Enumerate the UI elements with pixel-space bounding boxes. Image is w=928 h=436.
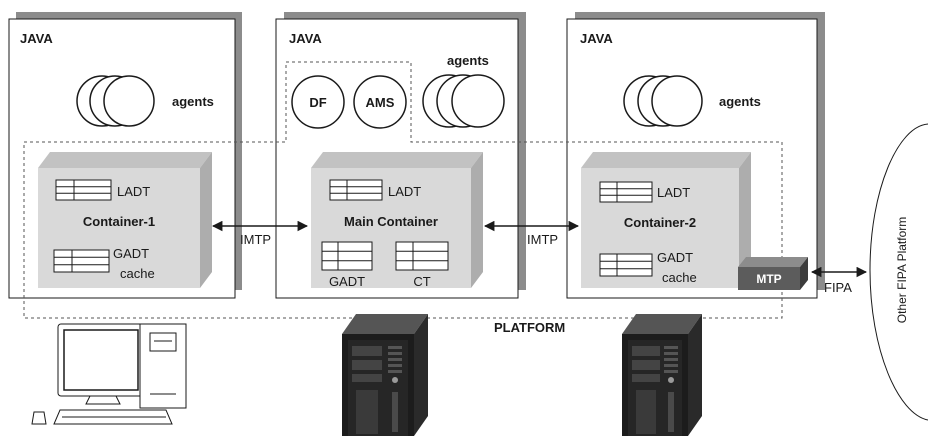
mtp-label: MTP [756,272,781,286]
desktop-computer-icon [31,323,187,425]
fipa-link: FIPA [810,266,868,295]
agent-icon [623,75,703,127]
java-label: JAVA [20,31,53,46]
ladt-label: LADT [657,185,690,200]
agent-icon [76,75,155,127]
container-1: LADT Container-1 GADT cache [38,152,212,288]
container-2: LADT Container-2 GADT cache MTP [581,152,808,290]
container-name: Container-1 [83,214,155,229]
ams-agent: AMS [353,75,407,129]
imtp-label: IMTP [527,232,558,247]
agents-group-main: agents [422,53,505,128]
gadt-table-icon [53,249,110,273]
main-container: LADT Main Container GADT CT [311,152,483,289]
cache-label: cache [120,266,155,281]
other-platform-label: Other FIPA Platform [895,217,909,323]
ct-table-icon [395,241,449,271]
other-fipa-platform: Other FIPA Platform [869,123,928,421]
imtp-link-left: IMTP [211,220,309,247]
java-label: JAVA [289,31,322,46]
agents-label: agents [719,94,761,109]
agents-group-3: agents [623,75,761,127]
gadt-label: GADT [329,274,365,289]
agents-label: agents [447,53,489,68]
ladt-label: LADT [388,184,421,199]
ladt-label: LADT [117,184,150,199]
container-name: Main Container [344,214,438,229]
ct-label: CT [413,274,430,289]
mtp-block: MTP [738,257,808,290]
agents-label: agents [172,94,214,109]
df-agent: DF [291,75,345,129]
gadt-label: GADT [113,246,149,261]
df-label: DF [309,95,326,110]
ladt-table-icon [599,181,653,203]
ladt-table-icon [329,179,383,201]
cache-label: cache [662,270,697,285]
ladt-table-icon [55,179,112,201]
container-name: Container-2 [624,215,696,230]
ams-label: AMS [366,95,395,110]
agent-icon [422,74,505,128]
gadt-table-icon [599,253,653,277]
imtp-label: IMTP [240,232,271,247]
tower-server-icon [622,314,702,436]
platform-boundary [23,61,783,319]
imtp-link-right: IMTP [483,220,580,247]
gadt-label: GADT [657,250,693,265]
platform-label: PLATFORM [494,320,565,335]
tower-server-icon [342,314,428,436]
agents-group-1: agents [76,75,214,127]
java-label: JAVA [580,31,613,46]
gadt-table-icon [321,241,373,271]
fipa-label: FIPA [824,280,852,295]
